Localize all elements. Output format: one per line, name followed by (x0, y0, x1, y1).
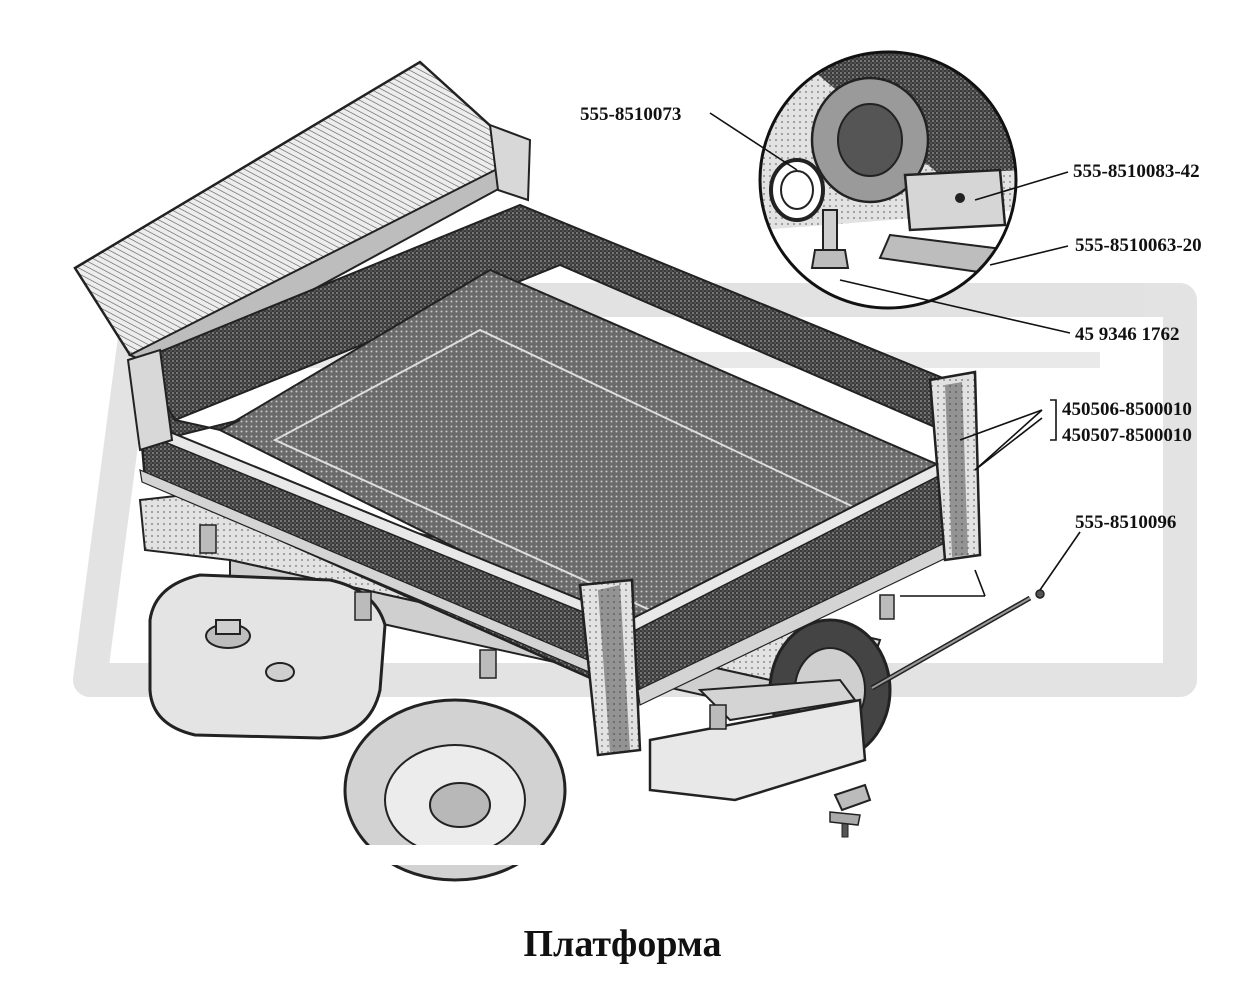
side-hinges (199, 524, 895, 730)
cargo-body (138, 203, 977, 706)
label-45-9346-1762: 45 9346 1762 (1075, 324, 1180, 345)
label-555-8510073: 555-8510073 (580, 104, 681, 125)
label-555-8510096: 555-8510096 (1075, 512, 1176, 533)
wheel-left (343, 698, 567, 882)
lock-rod (870, 589, 1045, 691)
fuel-tank (148, 573, 387, 740)
label-450507-8500010: 450507-8500010 (1062, 425, 1192, 446)
label-555-8510083-42: 555-8510083-42 (1073, 161, 1200, 182)
front-board (73, 60, 532, 372)
label-450506-8500010: 450506-8500010 (1062, 399, 1192, 420)
loose-bracket (829, 783, 872, 838)
detail-inset (758, 50, 1018, 310)
leader-lines (709, 112, 1081, 597)
rear-bumper (648, 678, 867, 802)
figure-caption: Платформа (523, 923, 722, 965)
corner-posts (126, 348, 982, 757)
label-555-8510063-20: 555-8510063-20 (1075, 235, 1202, 256)
